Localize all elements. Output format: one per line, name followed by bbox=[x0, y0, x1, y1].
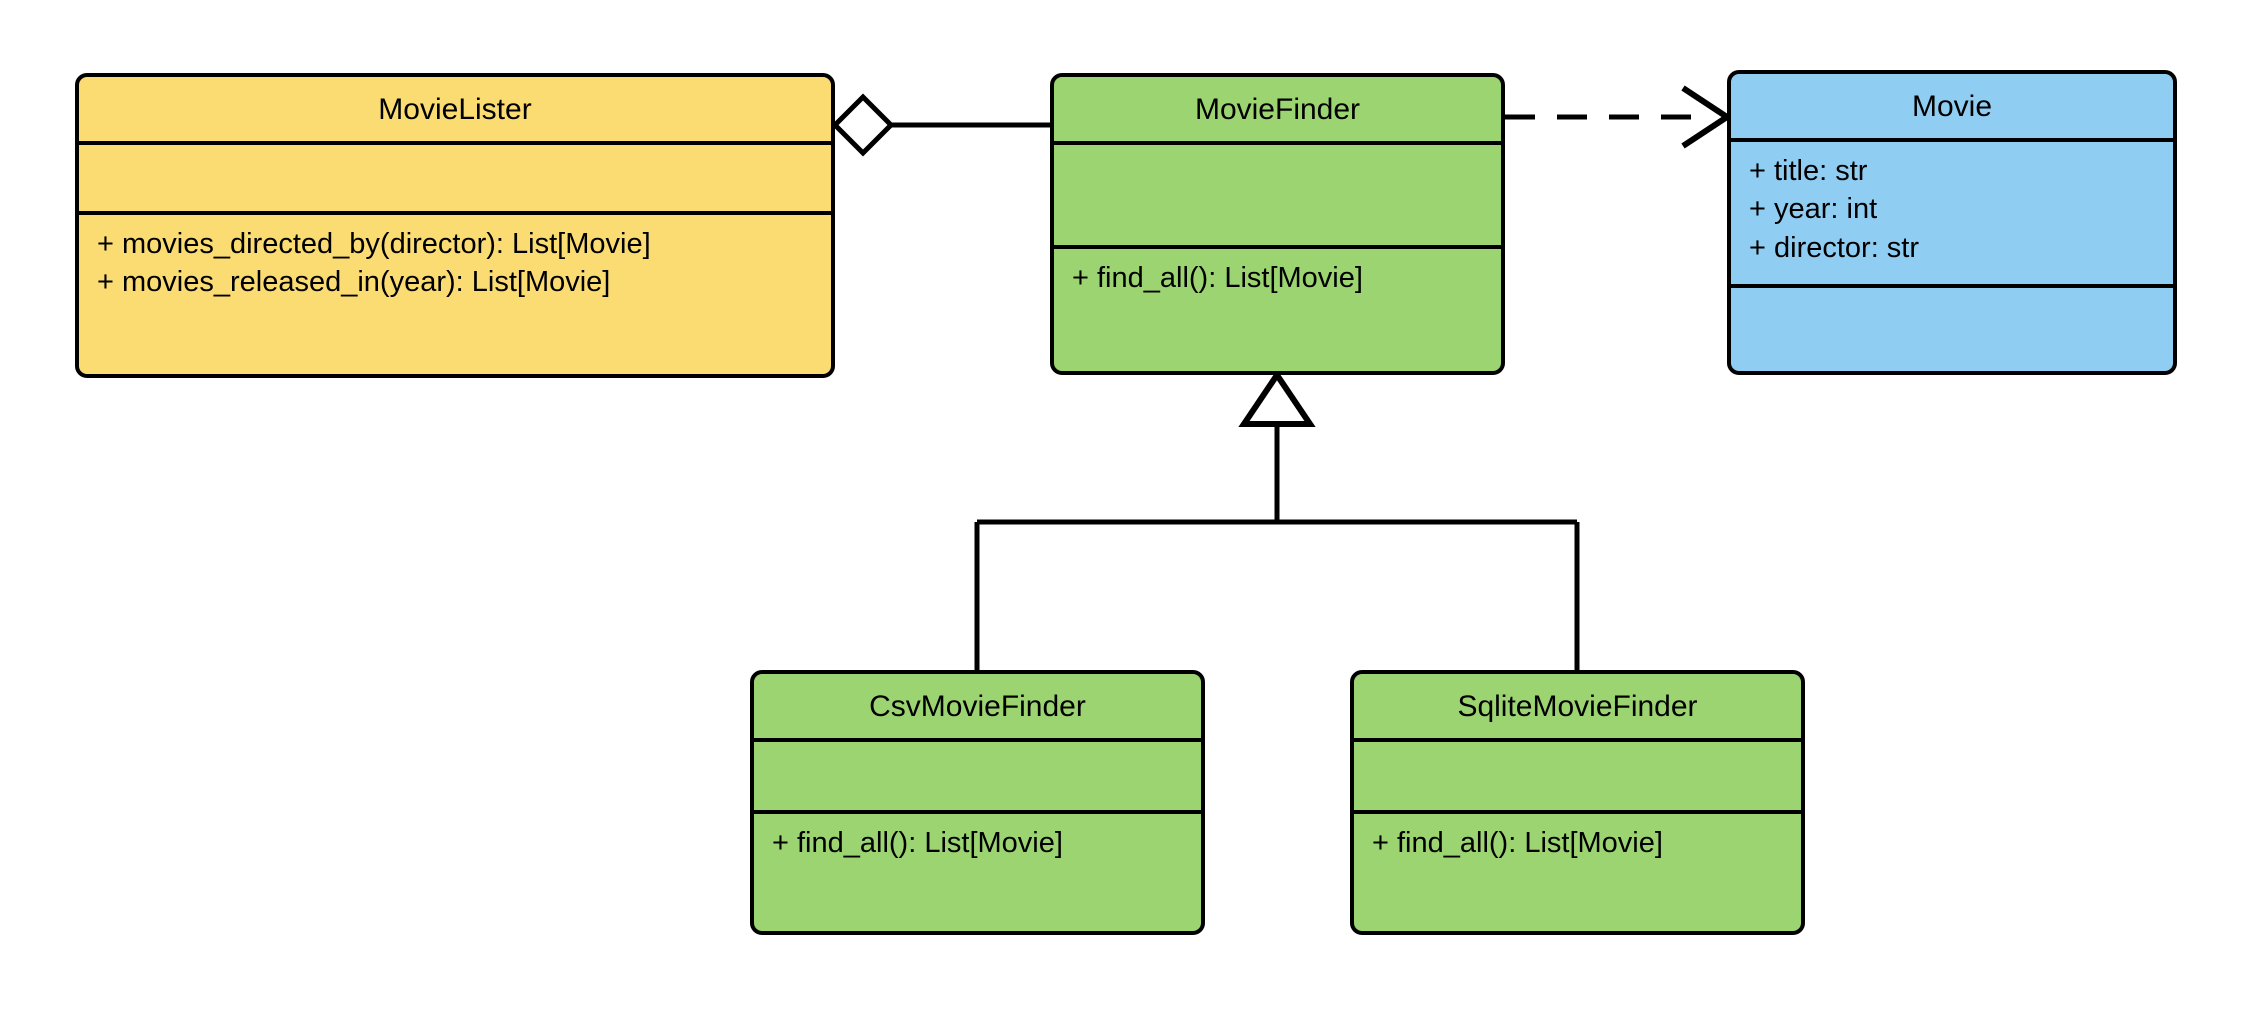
hollow-diamond-icon bbox=[831, 93, 895, 157]
class-box-csvmoviefinder[interactable]: CsvMovieFinder + find_all(): List[Movie] bbox=[750, 670, 1205, 935]
class-method: + find_all(): List[Movie] bbox=[772, 827, 1063, 859]
class-attribute: + director: str bbox=[1749, 231, 1920, 264]
class-name-compartment: MovieFinder bbox=[1054, 77, 1501, 145]
class-method: + find_all(): List[Movie] bbox=[1372, 827, 1663, 859]
class-method: + movies_directed_by(director): List[Mov… bbox=[97, 228, 651, 260]
class-attributes-compartment bbox=[1354, 742, 1801, 814]
class-title-csvmoviefinder: CsvMovieFinder bbox=[869, 689, 1086, 723]
class-title-sqlitemoviefinder: SqliteMovieFinder bbox=[1457, 689, 1698, 723]
class-methods-compartment bbox=[1731, 288, 2173, 371]
hollow-triangle-icon bbox=[1238, 369, 1316, 427]
dependency-edge-moviefinder-movie bbox=[1505, 85, 1733, 149]
class-attributes-compartment bbox=[79, 145, 831, 215]
class-method: + movies_released_in(year): List[Movie] bbox=[97, 266, 611, 299]
class-name-compartment: SqliteMovieFinder bbox=[1354, 674, 1801, 742]
class-attribute: + year: int bbox=[1749, 193, 1878, 226]
class-box-movie[interactable]: Movie + title: str + year: int + directo… bbox=[1727, 70, 2177, 375]
class-methods-compartment: + find_all(): List[Movie] bbox=[1054, 249, 1501, 371]
class-name-compartment: MovieLister bbox=[79, 77, 831, 145]
open-arrow-icon bbox=[1681, 85, 1733, 149]
class-box-sqlitemoviefinder[interactable]: SqliteMovieFinder + find_all(): List[Mov… bbox=[1350, 670, 1805, 935]
class-box-moviefinder[interactable]: MovieFinder + find_all(): List[Movie] bbox=[1050, 73, 1505, 375]
aggregation-edge-movielister-moviefinder bbox=[831, 93, 1050, 157]
class-name-compartment: Movie bbox=[1731, 74, 2173, 142]
class-attribute: + title: str bbox=[1749, 155, 1868, 187]
generalization-edge-tree bbox=[974, 369, 1580, 670]
class-title-movielister: MovieLister bbox=[378, 92, 532, 126]
class-methods-compartment: + find_all(): List[Movie] bbox=[754, 814, 1201, 931]
class-title-moviefinder: MovieFinder bbox=[1194, 92, 1361, 126]
class-box-movielister[interactable]: MovieLister + movies_directed_by(directo… bbox=[75, 73, 835, 378]
class-methods-compartment: + movies_directed_by(director): List[Mov… bbox=[79, 215, 831, 374]
class-name-compartment: CsvMovieFinder bbox=[754, 674, 1201, 742]
class-methods-compartment: + find_all(): List[Movie] bbox=[1354, 814, 1801, 931]
class-title-movie: Movie bbox=[1911, 89, 1993, 123]
class-attributes-compartment bbox=[754, 742, 1201, 814]
class-attributes-compartment: + title: str + year: int + director: str bbox=[1731, 142, 2173, 288]
class-method: + find_all(): List[Movie] bbox=[1072, 262, 1363, 294]
class-attributes-compartment bbox=[1054, 145, 1501, 249]
